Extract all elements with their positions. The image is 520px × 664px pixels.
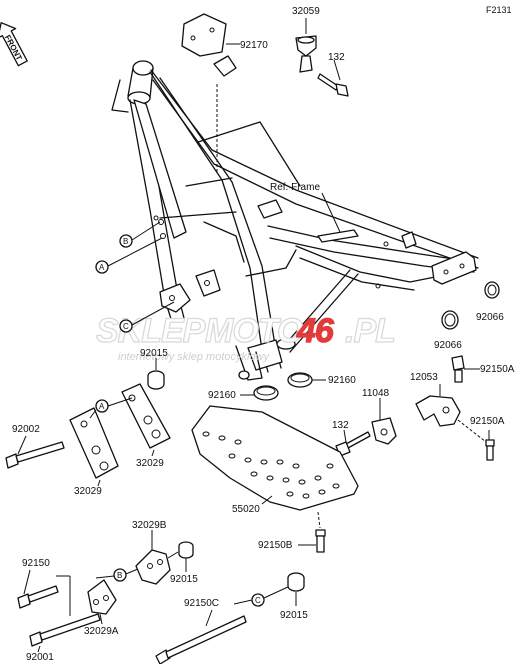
watermark-main-b: MOTO	[205, 312, 303, 350]
callout-b-frame: B	[119, 221, 161, 248]
bolt-132-top-icon	[317, 59, 349, 97]
bolt-132-mid-icon	[335, 429, 371, 457]
part-11048-bracket	[371, 398, 397, 445]
svg-text:A: A	[99, 402, 105, 411]
label-92160-b: 92160	[208, 390, 236, 401]
watermark-main-c: 46	[296, 312, 335, 350]
bolt-92002-icon	[5, 435, 65, 469]
bolt-92150b-icon	[315, 511, 326, 553]
bolt-92150a-lower-icon	[485, 430, 495, 461]
svg-text:A: A	[99, 263, 105, 272]
label-92150b: 92150B	[258, 540, 293, 551]
part-32029a-plate	[87, 579, 117, 615]
watermark-main-a: SKLEP	[96, 312, 206, 350]
bolt-92150c-icon	[155, 609, 247, 664]
grommet-92066-right-icon	[484, 281, 500, 299]
skid-plate-holes	[202, 431, 340, 499]
watermark-main-d: .PL	[345, 312, 395, 350]
frame-drawing	[111, 60, 479, 381]
svg-text:C: C	[123, 322, 129, 331]
part-32029b-plate	[135, 530, 171, 585]
collar-92015-right-icon	[287, 572, 305, 606]
label-132-mid: 132	[332, 420, 349, 431]
svg-text:C: C	[255, 596, 261, 605]
bolt-92001-icon	[29, 613, 101, 647]
callout-a-plates: A	[89, 397, 133, 419]
label-92150c: 92150C	[184, 598, 219, 609]
label-92160-a: 92160	[328, 375, 356, 386]
watermark: SKLEP MOTO 46 .PL internetowy sklep moto…	[95, 311, 396, 363]
label-55020: 55020	[232, 504, 260, 515]
label-92015-upper: 92015	[140, 348, 168, 359]
callout-c-bottom: C	[233, 585, 291, 607]
part-32059-clamp	[295, 18, 317, 73]
label-32029-right: 32029	[136, 458, 164, 469]
svg-text:B: B	[117, 571, 122, 580]
part-12053-bracket	[415, 384, 461, 427]
callout-c-frame: C	[119, 301, 175, 333]
label-132-top: 132	[328, 52, 345, 63]
label-32059: 32059	[292, 6, 320, 17]
grommet-92160-a-icon	[287, 372, 313, 388]
grommet-92066-mid-icon	[441, 310, 459, 330]
label-92066-right: 92066	[476, 312, 504, 323]
callout-b-bottom: B	[95, 567, 141, 582]
collar-92015-upper-icon	[147, 358, 165, 390]
collar-92015-bottom-icon	[167, 541, 194, 572]
callout-a-frame: A	[95, 237, 163, 274]
label-92150: 92150	[22, 558, 50, 569]
label-92015-bottom: 92015	[170, 574, 198, 585]
label-92002: 92002	[12, 424, 40, 435]
svg-text:B: B	[123, 237, 128, 246]
label-92066-mid: 92066	[434, 340, 462, 351]
label-92150a-top: 92150A	[480, 364, 515, 375]
bolt-92150-icon	[17, 569, 59, 609]
part-92170-cover	[181, 13, 240, 172]
label-92170: 92170	[240, 40, 268, 51]
label-ref-frame: Ref. Frame	[270, 182, 320, 193]
label-32029-left: 32029	[74, 486, 102, 497]
label-11048: 11048	[362, 388, 390, 399]
part-32029-plate-right	[121, 383, 171, 449]
label-92015-right: 92015	[280, 610, 308, 621]
part-32029-plate-left	[69, 407, 119, 479]
label-92001: 92001	[26, 652, 54, 663]
figure-code: F2131	[486, 5, 512, 15]
label-32029a: 32029A	[84, 626, 119, 637]
label-32029b: 32029B	[132, 520, 167, 531]
label-92150a-lower: 92150A	[470, 416, 505, 427]
nut-92150a-top-icon	[451, 355, 465, 383]
part-55020-skid-plate	[191, 405, 359, 511]
front-arrow-icon: FRONT	[0, 22, 28, 67]
grommet-92160-b-icon	[253, 385, 279, 401]
label-12053: 12053	[410, 372, 438, 383]
